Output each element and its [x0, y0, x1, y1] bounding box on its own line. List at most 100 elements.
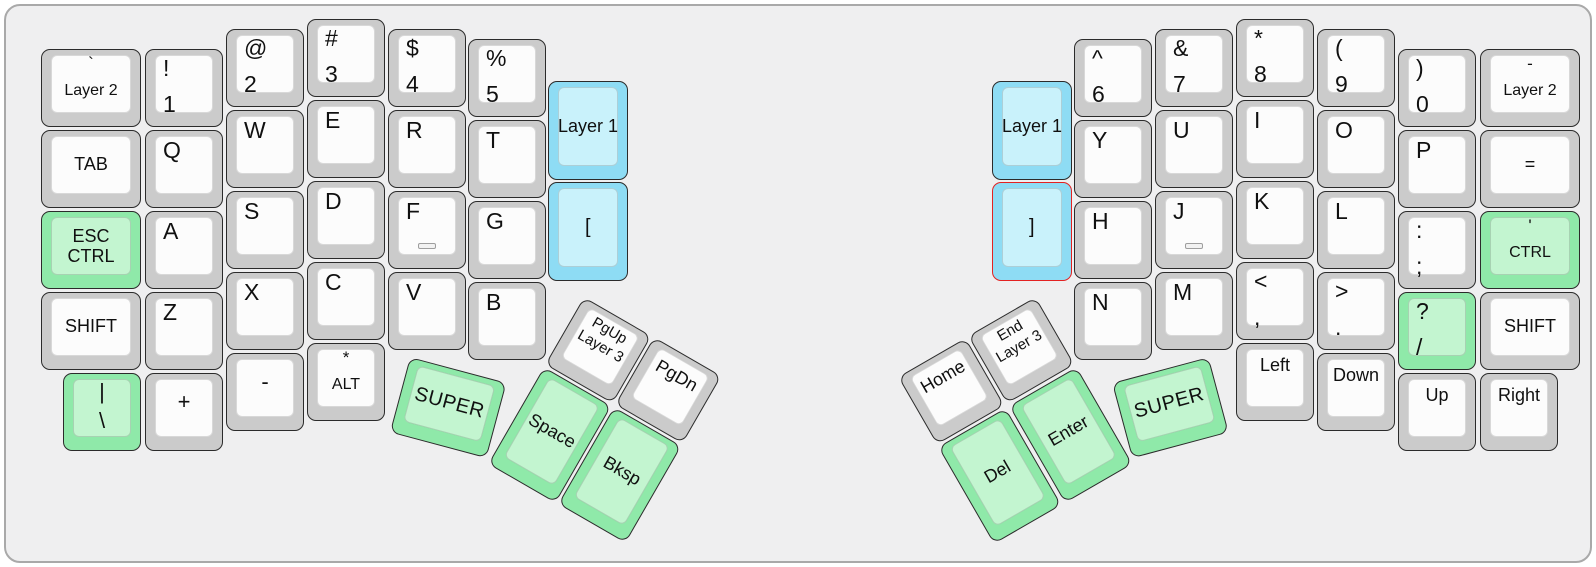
key-right-bracket[interactable]: ] [992, 182, 1072, 281]
key-hash-3[interactable]: #3 [307, 19, 385, 97]
key-exclam-1[interactable]: !1 [145, 49, 223, 127]
key-shift-right[interactable]: SHIFT [1480, 292, 1580, 370]
key-shift-left[interactable]: SHIFT [41, 292, 141, 370]
key-u[interactable]: U [1155, 110, 1233, 188]
keycap-top: E [317, 106, 375, 164]
key-i[interactable]: I [1236, 100, 1314, 178]
key-label: Home [916, 355, 969, 398]
keycap-top: D [317, 187, 375, 245]
keycap-top: W [236, 116, 294, 174]
key-percent-5[interactable]: %5 [468, 39, 546, 117]
keycap-top: O [1327, 116, 1385, 174]
key-label: @ [244, 35, 268, 61]
key-label: < [1254, 268, 1268, 294]
key-j[interactable]: J [1155, 191, 1233, 269]
key-h[interactable]: H [1074, 201, 1152, 279]
key-caret-6[interactable]: ^6 [1074, 39, 1152, 117]
key-label: N [1092, 289, 1109, 315]
key-lparen-9[interactable]: (9 [1317, 29, 1395, 107]
key-dollar-4[interactable]: $4 [388, 29, 466, 107]
key-star-alt[interactable]: *ALT [307, 343, 385, 421]
key-label: ` [88, 54, 94, 73]
key-colon-semicolon[interactable]: :; [1398, 211, 1476, 289]
key-x[interactable]: X [226, 272, 304, 350]
key-label: : [1416, 217, 1423, 243]
key-w[interactable]: W [226, 110, 304, 188]
key-label: 2 [244, 71, 257, 97]
key-k[interactable]: K [1236, 181, 1314, 259]
key-arrow-down[interactable]: Down [1317, 353, 1395, 431]
key-d[interactable]: D [307, 181, 385, 259]
key-minus-left[interactable]: - [226, 353, 304, 431]
key-t[interactable]: T [468, 120, 546, 198]
key-l[interactable]: L [1317, 191, 1395, 269]
key-z[interactable]: Z [145, 292, 223, 370]
key-tab[interactable]: TAB [41, 130, 141, 208]
key-n[interactable]: N [1074, 282, 1152, 360]
key-label: Left [1259, 355, 1291, 375]
key-super-right[interactable]: SUPER [1112, 357, 1229, 459]
keycap-top: + [155, 379, 213, 437]
keycap-top: Home [909, 348, 989, 428]
key-g[interactable]: G [468, 201, 546, 279]
keycap-top: SHIFT [1490, 298, 1570, 356]
key-dash-layer2[interactable]: -Layer 2 [1480, 49, 1580, 127]
keycap-top: V [398, 278, 456, 336]
key-label: SHIFT [1504, 316, 1556, 337]
key-label: 9 [1335, 71, 1348, 97]
key-a[interactable]: A [145, 211, 223, 289]
key-label: $ [406, 35, 419, 61]
keycap-top: X [236, 278, 294, 336]
key-label: , [1254, 304, 1261, 330]
key-c[interactable]: C [307, 262, 385, 340]
key-layer1-right[interactable]: Layer 1 [992, 81, 1072, 180]
key-super-left[interactable]: SUPER [389, 357, 507, 459]
key-f[interactable]: F [388, 191, 466, 269]
key-grave-layer2[interactable]: `Layer 2 [41, 49, 141, 127]
key-arrow-right[interactable]: Right [1480, 373, 1558, 451]
key-b[interactable]: B [468, 282, 546, 360]
key-quote-ctrl[interactable]: 'CTRL [1480, 211, 1580, 289]
key-label: 6 [1092, 81, 1105, 107]
key-amp-7[interactable]: &7 [1155, 29, 1233, 107]
key-plus[interactable]: + [145, 373, 223, 451]
keycap-top: I [1246, 106, 1304, 164]
key-question-slash[interactable]: ?/ [1398, 292, 1476, 370]
key-q[interactable]: Q [145, 130, 223, 208]
key-o[interactable]: O [1317, 110, 1395, 188]
keycap-top: Left [1246, 349, 1304, 407]
key-e[interactable]: E [307, 100, 385, 178]
key-label: L [1335, 198, 1348, 224]
key-v[interactable]: V [388, 272, 466, 350]
key-label: G [486, 208, 504, 234]
keycap-top: SHIFT [51, 298, 131, 356]
keycap-top: Z [155, 298, 213, 356]
key-label: M [1173, 279, 1193, 305]
key-less-comma[interactable]: <, [1236, 262, 1314, 340]
key-label: A [163, 218, 179, 244]
key-at-2[interactable]: @2 [226, 29, 304, 107]
key-layer1-left[interactable]: Layer 1 [548, 81, 628, 180]
key-pipe-backslash[interactable]: |\ [63, 373, 141, 451]
keycap-top: G [478, 207, 536, 265]
key-rparen-0[interactable]: )0 [1398, 49, 1476, 127]
key-greater-period[interactable]: >. [1317, 272, 1395, 350]
key-label: O [1335, 117, 1353, 143]
key-r[interactable]: R [388, 110, 466, 188]
key-star-8[interactable]: *8 [1236, 19, 1314, 97]
key-p[interactable]: P [1398, 130, 1476, 208]
keycap-top: ^6 [1084, 45, 1142, 106]
key-y[interactable]: Y [1074, 120, 1152, 198]
key-arrow-left[interactable]: Left [1236, 343, 1314, 421]
key-equals[interactable]: = [1480, 130, 1580, 208]
keycap-top: TAB [51, 136, 131, 194]
key-arrow-up[interactable]: Up [1398, 373, 1476, 451]
key-s[interactable]: S [226, 191, 304, 269]
key-left-bracket[interactable]: [ [548, 182, 628, 281]
key-label: PgDn [652, 355, 702, 396]
key-m[interactable]: M [1155, 272, 1233, 350]
key-label: % [486, 45, 507, 71]
keycap-top: Right [1490, 379, 1548, 437]
